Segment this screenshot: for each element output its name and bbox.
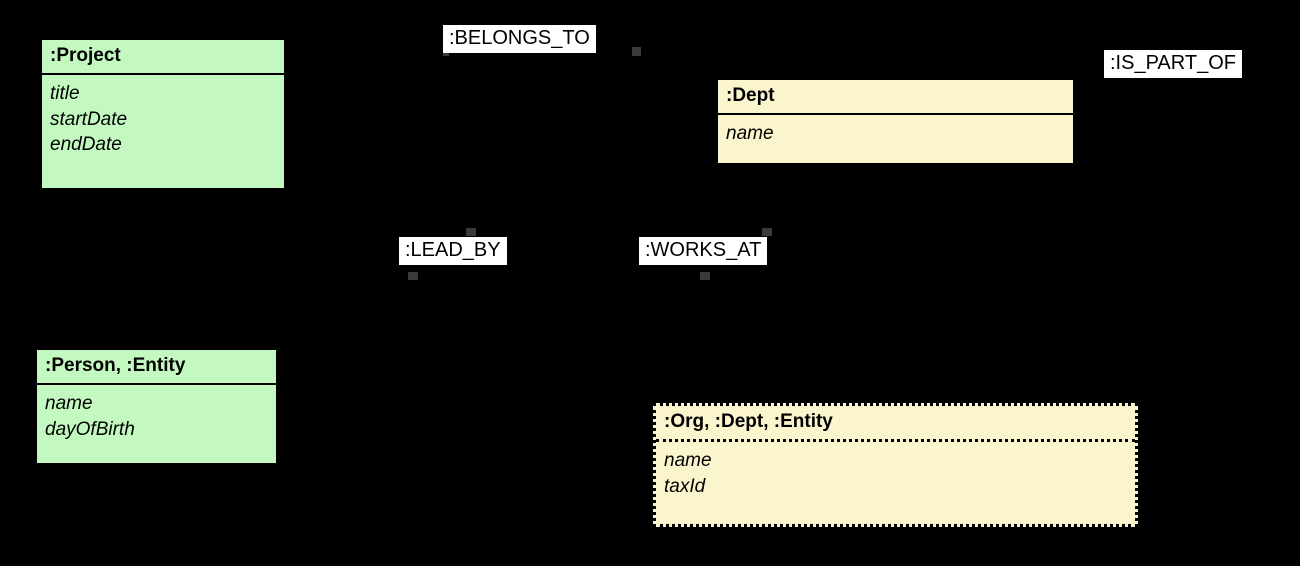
property-item: dayOfBirth bbox=[45, 418, 135, 440]
property-item: taxId bbox=[664, 475, 706, 497]
property-item: name bbox=[726, 122, 774, 144]
property-item: startDate bbox=[50, 108, 128, 130]
relationship-label-lead-by[interactable]: :LEAD_BY bbox=[399, 237, 507, 265]
node-dept-header: :Dept bbox=[718, 80, 1073, 115]
property-item: name bbox=[664, 449, 712, 471]
relationship-label-is-part-of[interactable]: :IS_PART_OF bbox=[1104, 50, 1242, 78]
connector-stub bbox=[762, 228, 772, 236]
connector-stub bbox=[700, 272, 710, 280]
node-person-properties: name dayOfBirth bbox=[37, 385, 276, 463]
connector-stub bbox=[632, 47, 641, 56]
property-item: name bbox=[45, 392, 93, 414]
node-dept[interactable]: :Dept name bbox=[716, 78, 1075, 165]
property-item: endDate bbox=[50, 134, 122, 156]
node-person-header: :Person, :Entity bbox=[37, 350, 276, 385]
node-project-properties: title startDate endDate bbox=[42, 75, 284, 188]
property-item: title bbox=[50, 82, 80, 104]
node-project-header: :Project bbox=[42, 40, 284, 75]
connector-stub bbox=[408, 272, 418, 280]
node-org-header: :Org, :Dept, :Entity bbox=[656, 406, 1135, 442]
node-person[interactable]: :Person, :Entity name dayOfBirth bbox=[35, 348, 278, 465]
node-org-properties: name taxId bbox=[656, 442, 1135, 524]
relationship-label-belongs-to[interactable]: :BELONGS_TO bbox=[443, 25, 596, 53]
node-project[interactable]: :Project title startDate endDate bbox=[40, 38, 286, 190]
connector-stub bbox=[466, 228, 476, 236]
node-org[interactable]: :Org, :Dept, :Entity name taxId bbox=[653, 403, 1138, 527]
relationship-label-works-at[interactable]: :WORKS_AT bbox=[639, 237, 768, 265]
node-dept-properties: name bbox=[718, 115, 1073, 163]
